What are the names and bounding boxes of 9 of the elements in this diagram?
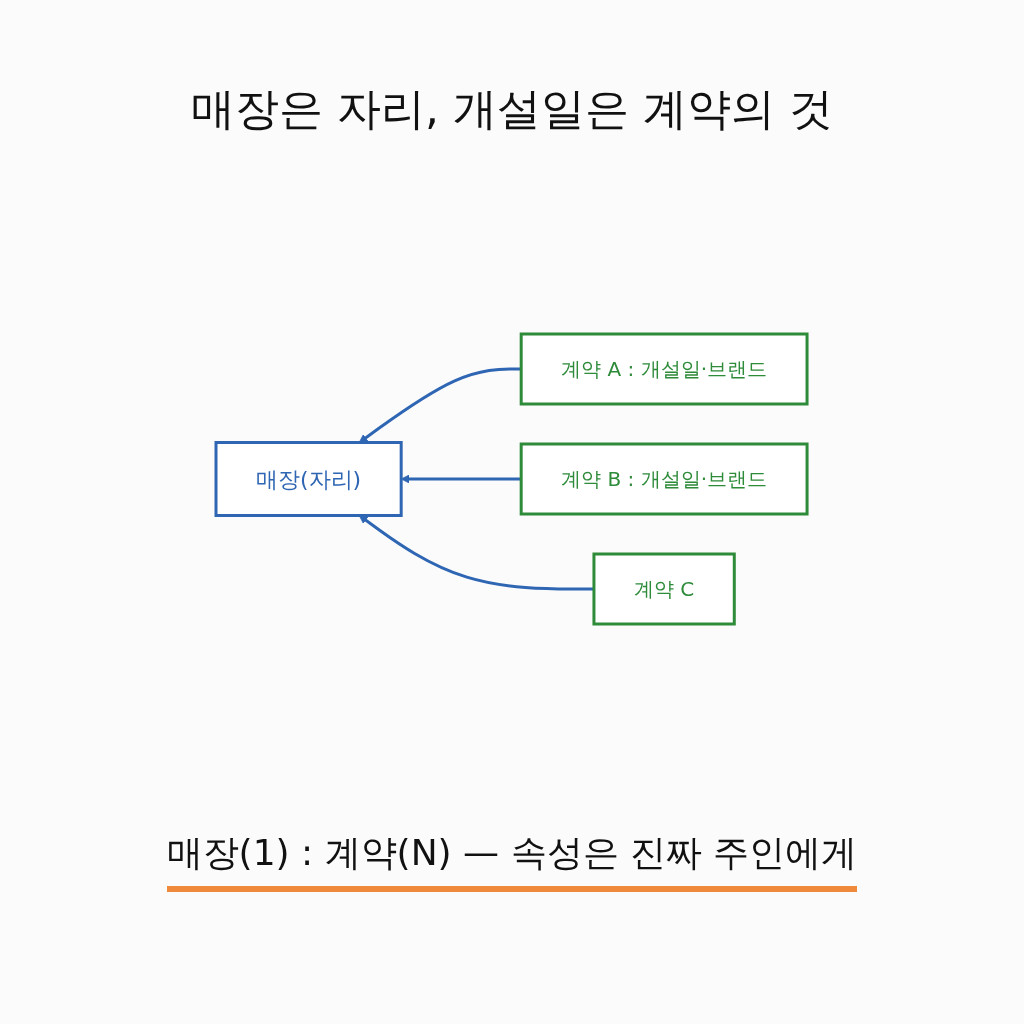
node-box: 계약 C — [592, 552, 737, 626]
arrow — [401, 474, 522, 484]
caption: 매장(1) : 계약(N) — 속성은 진짜 주인에게 — [166, 829, 858, 892]
node-box: 계약 B : 개설일·브랜드 — [520, 442, 810, 516]
arrow — [359, 367, 522, 443]
arrow — [359, 515, 595, 591]
title: 매장은 자리, 개설일은 계약의 것 — [191, 82, 833, 136]
node-box: 매장(자리) — [214, 441, 404, 517]
node-box: 계약 A : 개설일·브랜드 — [520, 332, 809, 406]
